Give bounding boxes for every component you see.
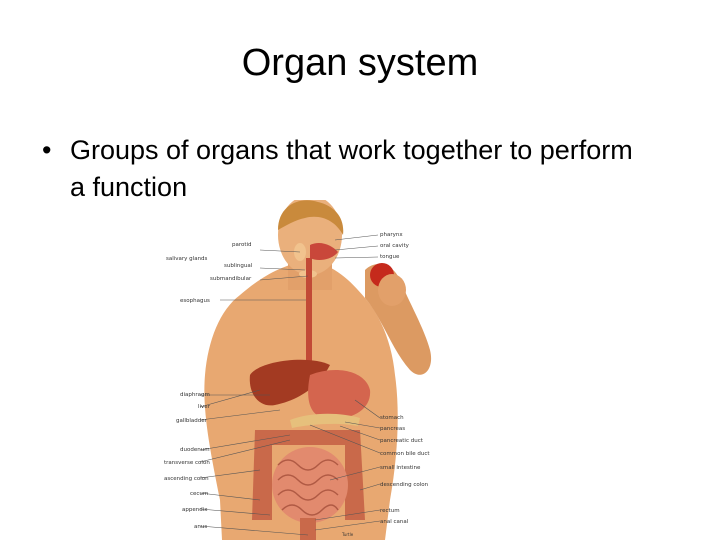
label-pancreatic-duct: pancreatic duct <box>380 438 424 444</box>
label-salivary-glands: salivary glands <box>166 256 208 262</box>
label-submandibular: submandibular <box>210 276 252 282</box>
label-transverse-colon: transverse colon <box>164 460 210 466</box>
label-common-bile-duct: common bile duct <box>380 451 430 457</box>
rectum-shape <box>300 518 316 540</box>
label-sublingual: sublingual <box>224 263 253 269</box>
bullet-text: Groups of organs that work together to p… <box>70 135 633 202</box>
label-cecum: cecum <box>190 491 208 497</box>
label-stomach: stomach <box>380 415 404 421</box>
pancreas-shape <box>290 413 360 428</box>
liver-shape <box>249 359 330 406</box>
label-diaphragm: diaphragm <box>180 392 210 398</box>
digestive-system-illustration: parotid salivary glands sublingual subma… <box>160 195 460 540</box>
illustration-credit: Turtle <box>341 532 354 537</box>
slide-title: Organ system <box>241 42 479 84</box>
label-parotid: parotid <box>232 242 252 248</box>
stomach-shape <box>308 370 371 419</box>
label-esophagus: esophagus <box>180 298 210 304</box>
intestine-coils <box>277 459 339 516</box>
label-rectum: rectum <box>380 508 400 514</box>
esophagus-shape <box>306 258 312 385</box>
label-gallbladder: gallbladder <box>176 418 208 424</box>
label-descending-colon: descending colon <box>380 482 429 488</box>
bullet-symbol: • <box>42 135 52 165</box>
label-duodenum: duodenum <box>180 447 210 453</box>
label-ascending-colon: ascending colon <box>164 476 209 482</box>
anatomy-svg: parotid salivary glands sublingual subma… <box>164 195 432 540</box>
label-pancreas: pancreas <box>380 426 405 432</box>
label-small-intestine: small intestine <box>380 465 421 471</box>
label-pharynx: pharynx <box>380 232 403 238</box>
label-anus: anus <box>194 524 207 530</box>
label-liver: liver <box>198 404 211 410</box>
colon-shape <box>252 430 365 520</box>
oral-cavity-shape <box>310 242 338 260</box>
leader-lines <box>199 234 381 536</box>
label-appendix: appendix <box>182 507 208 513</box>
hair-shape <box>278 200 344 235</box>
label-tongue: tongue <box>380 254 400 260</box>
label-oral-cavity: oral cavity <box>380 243 410 249</box>
label-anal-canal: anal canal <box>380 519 409 525</box>
hand-shape <box>378 274 406 306</box>
